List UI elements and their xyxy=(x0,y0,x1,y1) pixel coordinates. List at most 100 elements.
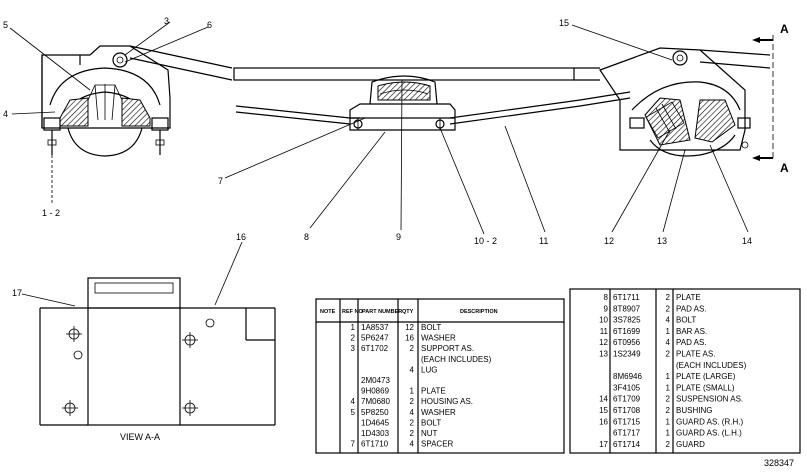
cell-ref-no: 8 xyxy=(604,293,609,302)
cell-qty: 12 xyxy=(405,323,414,332)
cell-qty: 1 xyxy=(666,417,671,426)
cell-description: SUPPORT AS. xyxy=(421,344,474,353)
cell-part-number: 5P8250 xyxy=(361,408,389,417)
center-equalizer-bar xyxy=(233,67,631,131)
cell-qty: 4 xyxy=(410,408,415,417)
cell-part-number: 8T8907 xyxy=(613,304,641,313)
cell-ref-no: 12 xyxy=(599,338,608,347)
cell-ref-no: 14 xyxy=(599,395,608,404)
header-note: NOTE xyxy=(320,309,336,315)
bolt-symbol-1 xyxy=(66,326,82,342)
cell-description: PAD AS. xyxy=(676,304,707,313)
callout-10-2: 10 - 2 xyxy=(474,236,497,246)
cell-description: PLATE xyxy=(421,387,446,396)
cell-description: GUARD AS. (L.H.) xyxy=(676,429,742,438)
cell-part-number: 6T1714 xyxy=(613,440,641,449)
cell-qty: 2 xyxy=(666,440,671,449)
left-suspension-assembly xyxy=(41,45,233,205)
table-row: 9H0869 1 PLATE xyxy=(361,387,446,396)
header-ref-no: REF NO xyxy=(342,309,364,315)
callout-12: 12 xyxy=(604,236,614,246)
cell-qty: 1 xyxy=(410,387,415,396)
cell-part-number: 6T1715 xyxy=(613,417,641,426)
cell-ref-no: 7 xyxy=(351,440,356,449)
cell-part-number: 1S2349 xyxy=(613,350,641,359)
table-row: 2M0473 xyxy=(361,376,390,385)
table-row: 13 1S2349 2 PLATE AS. xyxy=(599,350,715,359)
cell-part-number: 6T1717 xyxy=(613,429,641,438)
cell-part-number: 8M6946 xyxy=(613,372,642,381)
callout-8: 8 xyxy=(304,232,309,242)
cell-ref-no: 16 xyxy=(599,417,608,426)
cell-part-number: 1D4645 xyxy=(361,418,390,427)
callout-11: 11 xyxy=(539,236,548,246)
callout-14: 14 xyxy=(742,236,752,246)
cell-description: NUT xyxy=(421,429,438,438)
callout-13: 13 xyxy=(657,236,667,246)
cell-part-number: 9H0869 xyxy=(361,387,390,396)
parts-table-left: NOTE REF NO PART NUMBER QTY DESCRIPTION … xyxy=(315,298,565,454)
table-row: 8M6946 1 PLATE (LARGE) xyxy=(613,372,736,381)
cell-part-number: 6T1699 xyxy=(613,327,641,336)
cell-part-number: 3F4105 xyxy=(613,383,641,392)
cell-description: PLATE (LARGE) xyxy=(676,372,736,381)
cell-ref-no: 17 xyxy=(599,440,608,449)
cell-qty: 1 xyxy=(666,372,671,381)
cell-ref-no: 11 xyxy=(600,327,609,336)
header-description: DESCRIPTION xyxy=(460,309,498,315)
cell-description: (EACH INCLUDES) xyxy=(421,355,492,364)
cell-ref-no: 10 xyxy=(599,316,608,325)
cell-ref-no: 9 xyxy=(604,304,609,313)
cell-qty: 1 xyxy=(666,429,671,438)
cell-ref-no: 2 xyxy=(351,334,356,343)
cell-ref-no: 1 xyxy=(351,323,356,332)
cell-description: BOLT xyxy=(421,323,441,332)
cell-description: PLATE (SMALL) xyxy=(676,383,735,392)
cell-description: BAR AS. xyxy=(676,327,707,336)
table-row: (EACH INCLUDES) xyxy=(421,355,492,364)
drawing-number: 328347 xyxy=(764,458,794,468)
cell-ref-no: 5 xyxy=(351,408,356,417)
cell-description: HOUSING AS. xyxy=(421,397,473,406)
cell-description: SUSPENSION AS. xyxy=(676,395,743,404)
cell-part-number: 6T1709 xyxy=(613,395,641,404)
callout-3: 3 xyxy=(164,16,169,26)
cell-ref-no: 15 xyxy=(599,406,608,415)
cell-qty: 4 xyxy=(666,316,671,325)
cell-qty: 2 xyxy=(410,344,415,353)
callout-6: 6 xyxy=(207,20,212,30)
section-mark-bottom: A xyxy=(780,161,789,175)
right-suspension-assembly xyxy=(599,47,771,157)
header-qty: QTY xyxy=(402,309,414,315)
cell-ref-no: 13 xyxy=(599,350,608,359)
cell-description: WASHER xyxy=(421,408,456,417)
cell-description: BOLT xyxy=(421,418,441,427)
table-row: 6T1717 1 GUARD AS. (L.H.) xyxy=(613,429,742,438)
table-row: 9 8T8907 2 PAD AS. xyxy=(604,304,707,313)
cell-description: PLATE AS. xyxy=(676,350,715,359)
cell-qty: 2 xyxy=(666,350,671,359)
table-row: (EACH INCLUDES) xyxy=(676,361,747,370)
cell-part-number: 7M0680 xyxy=(361,397,390,406)
cell-description: PLATE xyxy=(676,293,701,302)
cell-description: LUG xyxy=(421,365,437,374)
header-part-number: PART NUMBER xyxy=(362,309,402,315)
bolt-symbol-3 xyxy=(182,332,198,348)
table-row: 5 5P8250 4 WASHER xyxy=(351,408,456,417)
bolt-symbol-2 xyxy=(62,400,78,416)
cell-qty: 2 xyxy=(666,304,671,313)
